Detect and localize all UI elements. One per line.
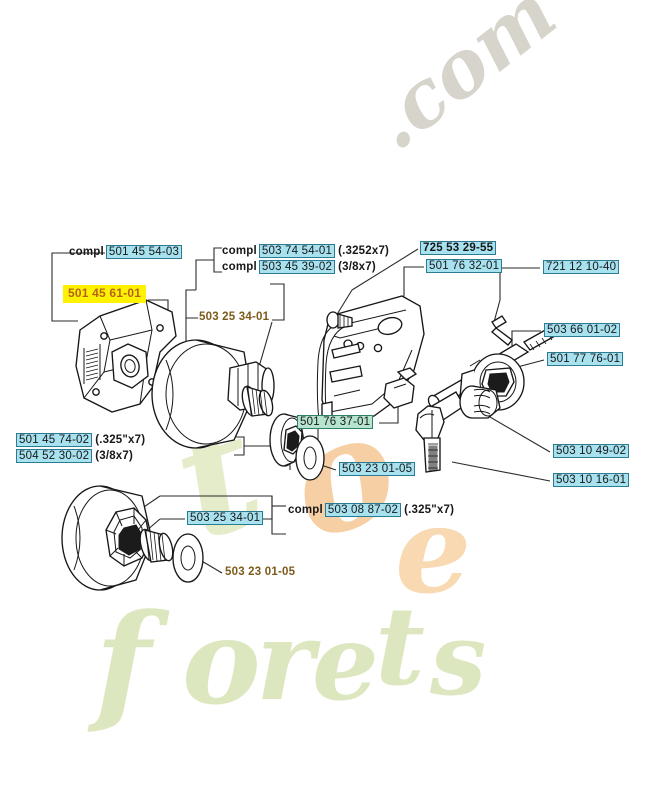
pump-screw-art bbox=[490, 315, 513, 346]
leader-lines-screw bbox=[493, 267, 540, 323]
label-503-10-49-02[interactable]: 503 10 49-02 bbox=[553, 444, 630, 458]
label-501-76-37-01[interactable]: 501 76 37-01 bbox=[297, 415, 374, 429]
label-501-76-32-01[interactable]: 501 76 32-01 bbox=[426, 259, 503, 273]
label-part-number: 501 45 54-03 bbox=[105, 245, 183, 259]
pump-plunger-art bbox=[415, 405, 445, 473]
washer-lower-art bbox=[172, 533, 204, 583]
clutch-drum-lower-art bbox=[61, 485, 153, 591]
label-part-number: 503 10 16-01 bbox=[553, 473, 630, 487]
label-part-number: 503 08 87-02 bbox=[324, 503, 402, 517]
label-prefix: compl bbox=[288, 504, 323, 516]
label-725-53-29-55[interactable]: 725 53 29-55 bbox=[420, 241, 497, 255]
label-503-23-01-05-mid[interactable]: 503 23 01-05 bbox=[339, 462, 416, 476]
label-part-number: 503 23 01-05 bbox=[225, 566, 296, 578]
oilpump-bracket-art bbox=[316, 295, 425, 429]
label-part-number: 503 74 54-01 bbox=[258, 244, 336, 258]
label-suffix: (3/8x7) bbox=[338, 261, 376, 273]
label-part-number: 503 25 34-01 bbox=[187, 511, 264, 525]
label-part-number: 501 76 37-01 bbox=[297, 415, 374, 429]
leader-lines-wormshaft bbox=[511, 330, 541, 352]
leader-lines-plunger bbox=[451, 461, 551, 482]
label-501-45-74-02[interactable]: 501 45 74-02(.325"x7) bbox=[16, 433, 146, 447]
label-part-number: 503 23 01-05 bbox=[339, 462, 416, 476]
hose-connector-art bbox=[383, 367, 418, 409]
label-503-10-16-01[interactable]: 503 10 16-01 bbox=[553, 473, 630, 487]
label-suffix: (3/8x7) bbox=[95, 450, 134, 462]
oilpump-bolt-art bbox=[326, 311, 353, 329]
label-part-number: 503 45 39-02 bbox=[258, 260, 336, 274]
label-suffix: (.325"x7) bbox=[404, 504, 455, 516]
label-503-25-34-01-upper[interactable]: 503 25 34-01 bbox=[199, 311, 269, 324]
label-suffix: (.325"x7) bbox=[95, 434, 146, 446]
label-503-25-34-01-lower[interactable]: 503 25 34-01 bbox=[187, 511, 264, 525]
label-prefix: compl bbox=[69, 246, 104, 258]
label-part-number: 503 66 01-02 bbox=[544, 323, 621, 337]
needle-bearing-upper-art bbox=[241, 385, 274, 417]
label-part-number: 501 77 76-01 bbox=[547, 352, 624, 366]
label-part-number: 721 12 10-40 bbox=[543, 260, 620, 274]
label-503-66-01-02[interactable]: 503 66 01-02 bbox=[544, 323, 621, 337]
leader-lines-compl-sprocket bbox=[195, 247, 222, 290]
needle-bearing-lower-art bbox=[139, 528, 174, 563]
label-part-number: 504 52 30-02 bbox=[16, 449, 93, 463]
label-721-12-10-40[interactable]: 721 12 10-40 bbox=[543, 260, 620, 274]
label-501-77-76-01[interactable]: 501 77 76-01 bbox=[547, 352, 624, 366]
leader-lines-washer-lower bbox=[199, 559, 223, 574]
label-part-number: 501 45 61-01 bbox=[68, 286, 142, 300]
label-501-45-61-01-highlighted[interactable]: 501 45 61-01 bbox=[63, 285, 147, 303]
label-part-number: 503 10 49-02 bbox=[553, 444, 630, 458]
label-part-number: 501 76 32-01 bbox=[426, 259, 503, 273]
leader-lines-connector bbox=[379, 404, 399, 424]
label-prefix: compl bbox=[222, 261, 257, 273]
label-suffix: (.3252x7) bbox=[338, 245, 390, 257]
rim-sprocket-upper-art bbox=[269, 413, 305, 467]
pump-cap-art bbox=[459, 385, 501, 419]
leader-lines-oilpump-body bbox=[335, 248, 419, 317]
label-part-number: 503 25 34-01 bbox=[199, 311, 270, 323]
label-part-number: 725 53 29-55 bbox=[420, 241, 497, 255]
label-part-number: 501 45 74-02 bbox=[16, 433, 93, 447]
label-prefix: compl bbox=[222, 245, 257, 257]
washer-mid-art bbox=[295, 435, 325, 481]
label-503-23-01-05-lower[interactable]: 503 23 01-05 bbox=[225, 566, 295, 579]
label-504-52-30-02[interactable]: 504 52 30-02(3/8x7) bbox=[16, 449, 134, 463]
